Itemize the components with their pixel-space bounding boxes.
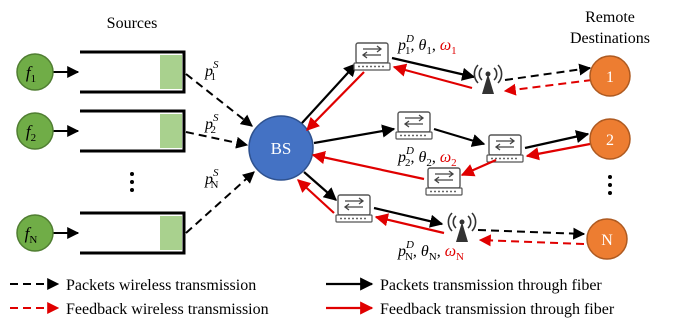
source-2-label: f [26,122,33,141]
legend-item-packets-fiber: Packets transmission through fiber [326,277,602,294]
destination-n-label: N [601,232,613,249]
legend: Packets wireless transmission Feedback w… [10,277,615,318]
sources-heading: Sources [107,15,158,32]
switch-2a-icon [395,111,433,140]
remote-heading-line2: Destinations [570,30,650,47]
switch-n-to-antenna-n-fiber [373,206,444,228]
destinations-ellipsis [608,175,612,195]
sources-ellipsis [130,172,134,192]
remote-heading-line1: Remote [585,9,635,26]
source-2-sub: 2 [31,132,37,144]
switch-2b-to-switch-2c-feedback [460,158,497,177]
svg-text:Feedback transmission through: Feedback transmission through fiber [380,301,615,318]
destination-node-2: 2 [589,118,631,160]
switch-n-icon [335,194,373,223]
antenna-1-to-switch-1-feedback [392,63,473,90]
svg-text:f1: f1 [26,63,36,85]
switch-2c-icon [425,167,463,196]
switch-1-icon [353,42,391,71]
queue-1-to-bs-link [185,73,253,127]
source-node-n: fN [16,214,54,252]
destination-1-label: 1 [606,69,614,86]
antenna-n-icon [447,212,477,243]
destination-node-n: N [586,218,628,260]
dest-n-to-antenna-n-feedback [478,234,585,247]
destination-2-label: 2 [606,132,614,149]
source-queue-n [80,211,186,255]
source-node-1: f1 [16,53,54,91]
queue-2-to-bs-link [185,131,249,149]
bs-to-switch-1-fiber [301,63,357,124]
source-node-2: f2 [16,112,54,150]
queue-n-to-bs-link [185,171,255,234]
switch-2b-to-dest-2-fiber [524,130,590,150]
switch-2a-to-switch-2b-fiber [433,127,486,147]
svg-text:Feedback wireless transmission: Feedback wireless transmission [66,301,269,318]
destination-node-1: 1 [589,55,631,97]
source-1-sub: 1 [31,73,37,85]
legend-item-feedback-fiber: Feedback transmission through fiber [326,301,615,318]
svg-text:Packets transmission through f: Packets transmission through fiber [380,277,602,294]
switch-1-to-bs-feedback [306,71,365,131]
switch-n-to-bs-feedback [297,179,335,214]
base-station-label: BS [271,139,292,158]
antenna-n-to-dest-n-wireless [477,227,586,240]
base-station-node: BS [248,115,314,181]
source-n-sub: N [29,234,37,246]
antenna-1-to-dest-1-wireless [504,63,592,81]
svg-text:fN: fN [25,224,38,246]
legend-item-packets-wireless: Packets wireless transmission [10,277,256,294]
source-queue-2 [80,109,186,153]
bs-to-switch-2a-fiber [313,124,396,145]
switch-2b-icon [486,134,524,163]
source-queue-1 [80,50,186,94]
antenna-1-icon [473,64,503,95]
source-n-label: f [25,224,32,243]
bs-to-switch-n-fiber [303,171,337,201]
dest-1-to-antenna-1-feedback [503,79,593,96]
legend-item-feedback-wireless: Feedback wireless transmission [10,301,269,318]
switch-1-to-antenna-1-fiber [391,56,476,81]
source-1-label: f [26,63,33,82]
svg-text:Packets wireless transmission: Packets wireless transmission [66,277,256,294]
antenna-n-to-switch-n-feedback [374,213,445,235]
switch-2c-to-bs-feedback [311,151,425,181]
dest-2-to-switch-2b-feedback [525,142,591,161]
svg-text:f2: f2 [26,122,36,144]
